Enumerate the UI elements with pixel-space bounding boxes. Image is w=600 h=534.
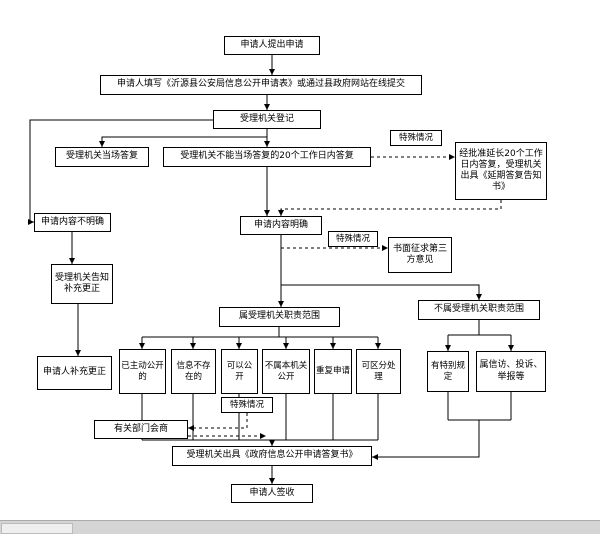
- node-special-rule: 有特别规定: [427, 351, 469, 392]
- node-dept-consult: 有关部门会商: [94, 420, 188, 439]
- scrollbar-thumb[interactable]: [1, 523, 73, 534]
- node-notify-supplement: 受理机关告知补充更正: [51, 264, 113, 304]
- node-special-case-a: 特殊情况: [390, 130, 442, 146]
- node-special-case-b: 特殊情况: [328, 231, 378, 247]
- flow-edge-38: [188, 413, 248, 431]
- node-third-party: 书面征求第三方意见: [388, 237, 452, 273]
- node-extension: 经批准延长20个工作日内答复，受理机关出具《延期答复告知书》: [455, 142, 547, 200]
- node-applicant-submit: 申请人提出申请: [224, 36, 320, 55]
- flow-edge-3: [99, 129, 268, 147]
- node-special-case-c: 特殊情况: [221, 397, 273, 413]
- node-already-public: 已主动公开的: [119, 349, 166, 394]
- flow-edge-6: [278, 200, 502, 216]
- node-applicant-supplement: 申请人补充更正: [37, 356, 112, 390]
- node-in-scope: 属受理机关职责范围: [219, 307, 340, 327]
- node-applicant-fill-form: 申请人填写《沂源县公安局信息公开申请表》或通过县政府网站在线提交: [100, 75, 422, 95]
- node-onspot-reply: 受理机关当场答复: [55, 147, 149, 167]
- node-applicant-sign: 申请人签收: [231, 484, 313, 503]
- node-not-this-org: 不属本机关公开: [262, 349, 310, 394]
- flow-edge-36: [372, 420, 480, 460]
- node-petition-channel: 属信访、投诉、举报等: [476, 351, 546, 392]
- flow-edge-12: [281, 284, 482, 300]
- flow-edge-4: [28, 119, 213, 225]
- node-separable: 可区分处理: [356, 349, 401, 394]
- node-content-clear: 申请内容明确: [240, 216, 322, 235]
- node-info-not-exist: 信息不存在的: [171, 349, 216, 394]
- node-repeat-apply: 重复申请: [314, 349, 352, 394]
- node-can-public: 可以公开: [221, 349, 258, 394]
- node-out-scope: 不属受理机关职责范围: [418, 300, 540, 320]
- node-reply-20days: 受理机关不能当场答复的20个工作日内答复: [163, 147, 371, 167]
- horizontal-scrollbar[interactable]: [0, 520, 600, 534]
- node-issue-reply: 受理机关出具《政府信息公开申请答复书》: [172, 446, 372, 466]
- node-register: 受理机关登记: [213, 110, 321, 129]
- node-content-unclear: 申请内容不明确: [34, 213, 111, 232]
